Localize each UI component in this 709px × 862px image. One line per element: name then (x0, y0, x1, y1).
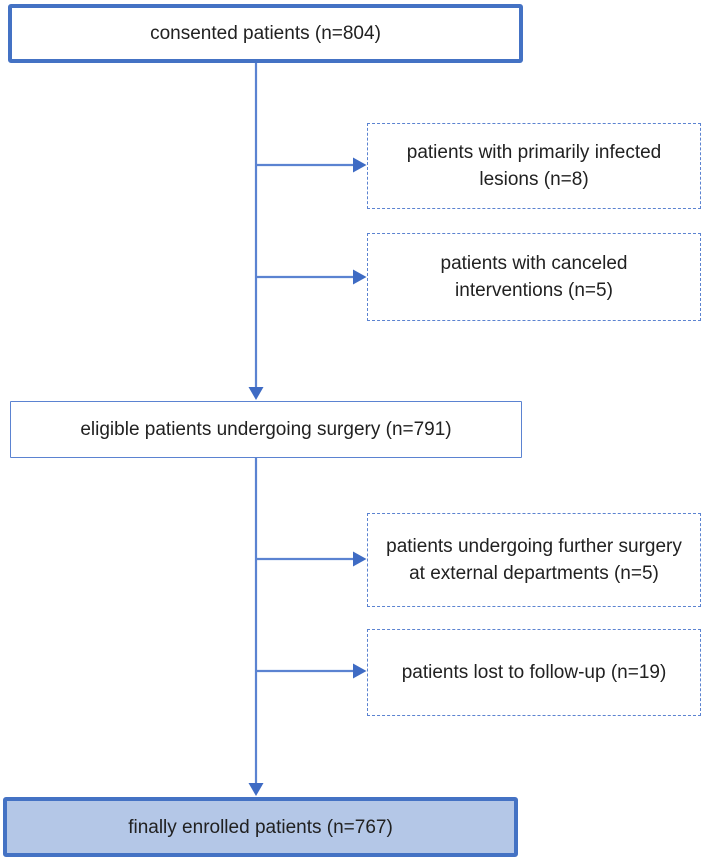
node-eligible-patients-label: eligible patients undergoing surgery (n=… (80, 419, 452, 440)
node-excluded-canceled-interventions: patients with canceled interventions (n=… (367, 233, 701, 321)
node-eligible-patients: eligible patients undergoing surgery (n=… (10, 401, 522, 458)
arrowhead-down-eligible (248, 387, 264, 400)
node-excluded-lost-to-follow-up: patients lost to follow-up (n=19) (367, 629, 701, 716)
arrowhead-down-enrolled (248, 783, 264, 796)
node-finally-enrolled-patients-label: finally enrolled patients (n=767) (128, 816, 393, 838)
node-finally-enrolled-patients: finally enrolled patients (n=767) (3, 797, 518, 857)
node-excluded-external-departments: patients undergoing further surgery at e… (367, 513, 701, 607)
node-consented-patients-label: consented patients (n=804) (150, 23, 381, 44)
node-excluded-lost-to-follow-up-label: patients lost to follow-up (n=19) (401, 662, 667, 683)
node-excluded-external-departments-label: patients undergoing further surgery at e… (386, 536, 682, 584)
node-excluded-infected-lesions-label: patients with primarily infected lesions… (406, 142, 662, 190)
arrowhead-right-lost (353, 663, 367, 679)
node-excluded-canceled-interventions-label: patients with canceled interventions (n=… (440, 253, 628, 301)
node-consented-patients: consented patients (n=804) (8, 4, 523, 63)
arrowhead-right-external (353, 551, 367, 567)
arrowhead-right-infected (353, 157, 367, 173)
node-excluded-infected-lesions: patients with primarily infected lesions… (367, 123, 701, 209)
arrowhead-right-canceled (353, 269, 367, 285)
